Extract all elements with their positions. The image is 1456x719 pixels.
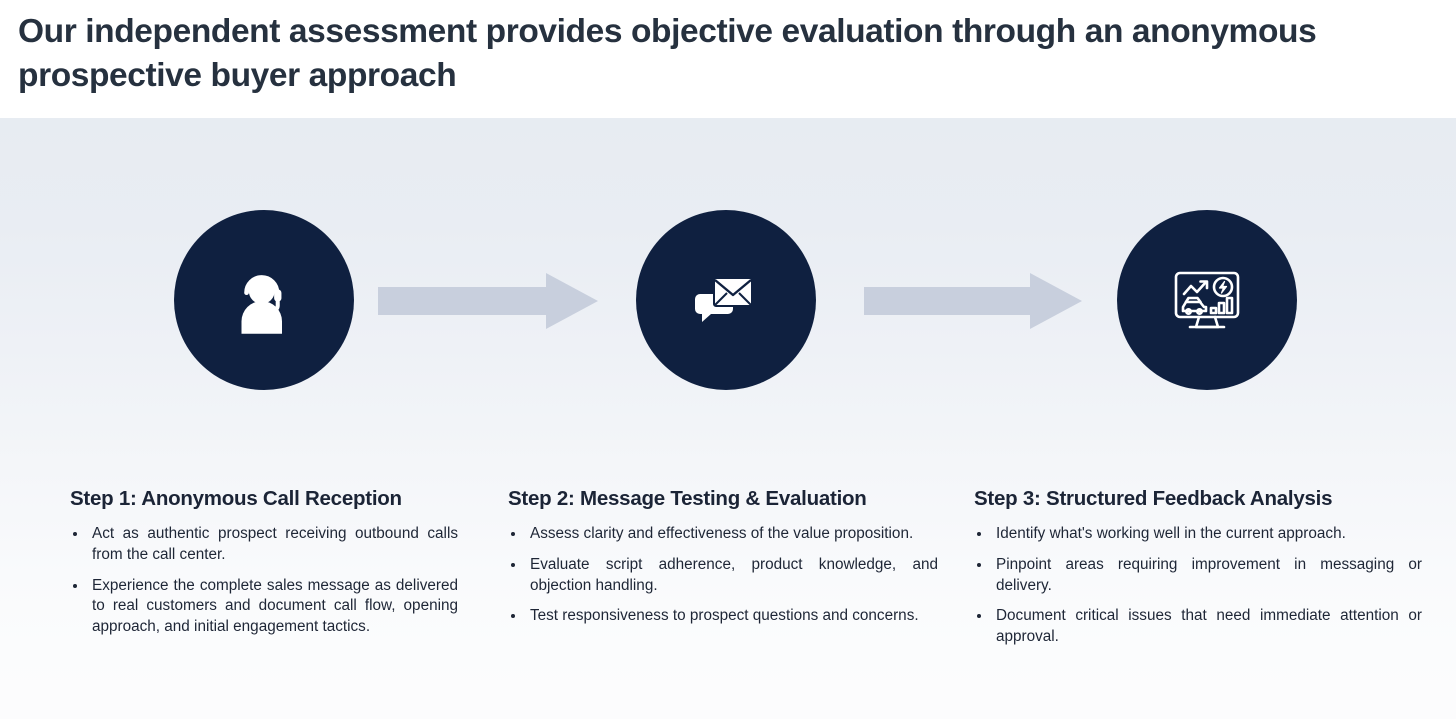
bullet-text: Evaluate script adherence, product knowl… [530,555,938,594]
bullet-dot-icon [511,532,515,536]
list-item: Test responsiveness to prospect question… [508,606,938,627]
bullet-text: Document critical issues that need immed… [996,607,1422,646]
list-item: Pinpoint areas requiring improvement in … [974,555,1422,597]
slide-header: Our independent assessment provides obje… [0,0,1456,118]
slide-body: Step 1: Anonymous Call Reception Act as … [0,118,1456,719]
bullet-dot-icon [977,532,981,536]
bullet-dot-icon [977,562,981,567]
bullet-dot-icon [511,614,515,619]
step-1-bullets: Act as authentic prospect receiving outb… [70,524,458,638]
bullet-text: Test responsiveness to prospect question… [530,607,919,625]
headset-agent-icon [228,264,300,336]
right-arrow-icon [864,273,1082,329]
step-2-title: Step 2: Message Testing & Evaluation [508,487,867,510]
list-item: Experience the complete sales message as… [70,576,458,638]
bullet-text: Identify what's working well in the curr… [996,525,1346,542]
list-item: Evaluate script adherence, product knowl… [508,555,938,597]
steps-columns: Step 1: Anonymous Call Reception Act as … [0,486,1456,719]
flow-connector-arrow-2 [864,273,1082,329]
step-1-title: Step 1: Anonymous Call Reception [70,487,402,510]
right-arrow-icon [378,273,598,329]
flow-node-step-2 [636,210,816,390]
bullet-text: Experience the complete sales message as… [92,576,458,636]
list-item: Document critical issues that need immed… [974,606,1422,648]
step-column-3: Step 3: Structured Feedback Analysis Ide… [952,486,1456,719]
bullet-dot-icon [73,583,77,588]
step-2-bullets: Assess clarity and effectiveness of the … [508,524,938,627]
flow-node-step-1 [174,210,354,390]
bullet-text: Pinpoint areas requiring improvement in … [996,555,1422,594]
envelope-chat-icon [694,268,758,332]
bullet-text: Assess clarity and effectiveness of the … [530,525,914,542]
bullet-dot-icon [977,614,981,619]
process-flow [0,200,1456,400]
flow-connector-arrow-1 [378,273,598,329]
bullet-dot-icon [511,562,515,567]
bullet-dot-icon [73,532,77,536]
analytics-dashboard-monitor-icon [1168,261,1246,339]
flow-node-step-3 [1117,210,1297,390]
step-column-1: Step 1: Anonymous Call Reception Act as … [0,486,470,719]
step-3-title: Step 3: Structured Feedback Analysis [974,487,1333,510]
list-item: Identify what's working well in the curr… [974,524,1422,545]
bullet-text: Act as authentic prospect receiving outb… [92,525,458,563]
step-3-bullets: Identify what's working well in the curr… [974,524,1422,648]
step-column-2: Step 2: Message Testing & Evaluation Ass… [470,486,952,719]
list-item: Assess clarity and effectiveness of the … [508,524,938,545]
list-item: Act as authentic prospect receiving outb… [70,524,458,566]
page-title: Our independent assessment provides obje… [18,13,1317,94]
